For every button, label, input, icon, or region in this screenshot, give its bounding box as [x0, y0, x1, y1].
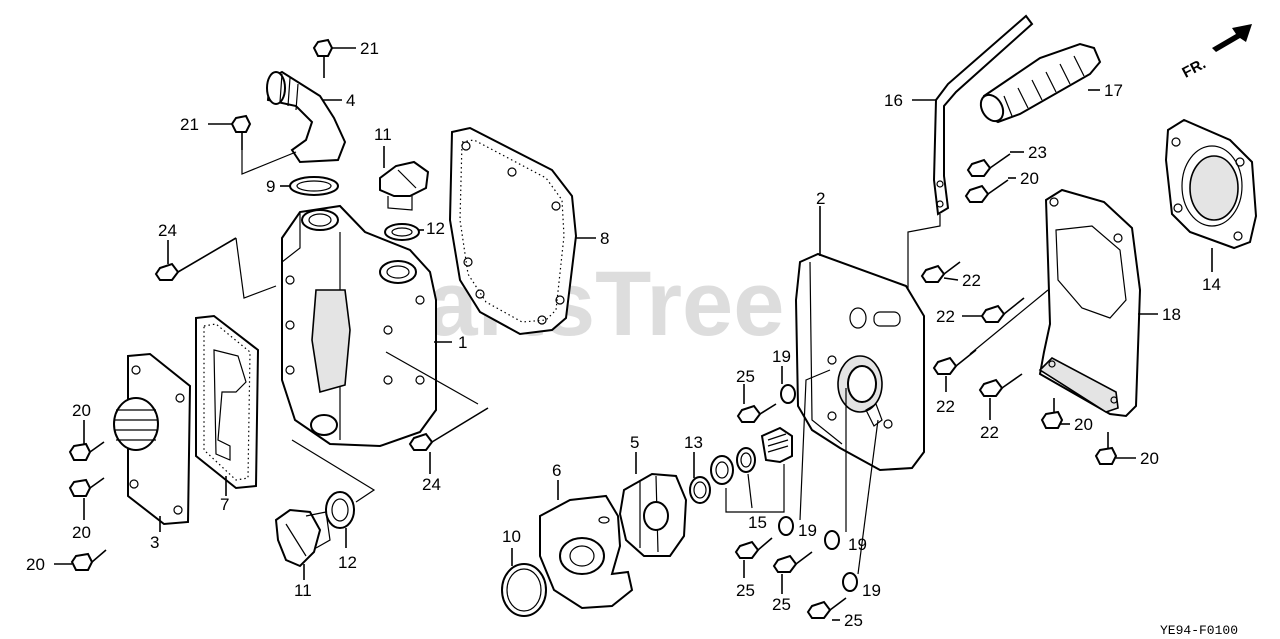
bolt-20-right-a[interactable]	[1040, 398, 1064, 429]
callout-10: 10	[502, 527, 521, 546]
callout-21: 21	[360, 39, 379, 58]
callout-3: 3	[150, 533, 159, 552]
bolt-20-right-b[interactable]	[1094, 432, 1118, 465]
callout-8: 8	[600, 229, 609, 248]
callout-14: 14	[1202, 275, 1221, 294]
washer-19-d[interactable]	[842, 572, 858, 592]
bolt-20-handle[interactable]	[964, 179, 1009, 203]
callout-19: 19	[772, 347, 791, 366]
callout-20: 20	[1020, 169, 1039, 188]
bolt-24-left[interactable]	[154, 237, 237, 281]
front-direction-arrow-icon: FR.	[1179, 24, 1252, 82]
callout-24: 24	[158, 221, 177, 240]
impeller-part-5[interactable]	[618, 472, 688, 557]
bolt-25-b[interactable]	[734, 537, 773, 559]
bolt-22-c[interactable]	[932, 349, 977, 375]
bolt-24-right[interactable]	[408, 407, 489, 451]
bolt-23[interactable]	[966, 153, 1011, 177]
o-ring-part-10[interactable]	[501, 563, 547, 617]
callout-22: 22	[936, 307, 955, 326]
callout-20: 20	[72, 401, 91, 420]
callout-16: 16	[884, 91, 903, 110]
bolt-22-b[interactable]	[980, 297, 1025, 323]
washer-19-b[interactable]	[778, 516, 794, 536]
mechanical-seal-part-15[interactable]	[710, 426, 793, 485]
callout-17: 17	[1104, 81, 1123, 100]
callout-5: 5	[630, 433, 639, 452]
bolt-25-d[interactable]	[806, 597, 847, 619]
callout-4: 4	[346, 91, 355, 110]
pump-casing-part-1[interactable]	[281, 204, 437, 448]
callout-19: 19	[848, 535, 867, 554]
callout-25: 25	[736, 367, 755, 386]
callout-20: 20	[1074, 415, 1093, 434]
bolt-20-left-3[interactable]	[70, 549, 107, 571]
washer-part-12-upper[interactable]	[384, 223, 420, 241]
callout-1: 1	[458, 333, 467, 352]
callout-2: 2	[816, 189, 825, 208]
callout-18: 18	[1162, 305, 1181, 324]
callout-19: 19	[862, 581, 881, 600]
callout-20: 20	[26, 555, 45, 574]
washer-part-12-lower[interactable]	[325, 491, 355, 529]
callout-7: 7	[220, 495, 229, 514]
bolt-20-left-1[interactable]	[68, 441, 105, 461]
callout-20: 20	[72, 523, 91, 542]
callout-22: 22	[980, 423, 999, 442]
callout-24: 24	[422, 475, 441, 494]
callout-11: 11	[294, 581, 312, 600]
callout-22: 22	[936, 397, 955, 416]
washer-part-13[interactable]	[689, 476, 711, 504]
bolt-25-c[interactable]	[772, 551, 813, 573]
callout-11: 11	[374, 125, 392, 144]
volute-case-part-6[interactable]	[539, 494, 634, 610]
bolt-21-left[interactable]	[230, 114, 252, 150]
callout-15: 15	[748, 513, 767, 532]
callout-19: 19	[798, 521, 817, 540]
front-direction-label: FR.	[1179, 55, 1208, 81]
discharge-elbow-part-4[interactable]	[266, 70, 347, 164]
casing-gasket-part-8[interactable]	[448, 126, 578, 336]
bolt-22-d[interactable]	[978, 373, 1023, 397]
frame-bracket-part-18[interactable]	[1038, 188, 1142, 418]
callout-9: 9	[266, 177, 275, 196]
frame-cover-part-14[interactable]	[1164, 118, 1258, 250]
bolt-20-left-2[interactable]	[68, 477, 105, 497]
callout-25: 25	[736, 581, 755, 600]
mechanical-cover-part-2[interactable]	[794, 252, 925, 472]
callout-22: 22	[962, 271, 981, 290]
callout-6: 6	[552, 461, 561, 480]
washer-19-a[interactable]	[780, 384, 796, 404]
callout-12: 12	[426, 219, 445, 238]
callout-25: 25	[844, 611, 863, 630]
bolt-21-top[interactable]	[312, 38, 334, 78]
callout-23: 23	[1028, 143, 1047, 162]
drain-cap-part-11-lower[interactable]	[274, 508, 331, 568]
callout-13: 13	[684, 433, 703, 452]
callout-12: 12	[338, 553, 357, 572]
bolt-25-a[interactable]	[736, 403, 777, 423]
handle-grip-part-17[interactable]	[976, 42, 1102, 125]
callout-21: 21	[180, 115, 199, 134]
bolt-22-a[interactable]	[920, 261, 961, 283]
suction-flange-part-3[interactable]	[113, 352, 192, 526]
flange-gasket-part-7[interactable]	[195, 314, 260, 490]
drain-cap-part-11-upper[interactable]	[379, 160, 430, 211]
callout-20: 20	[1140, 449, 1159, 468]
handle-bar-part-16[interactable]	[932, 14, 1034, 216]
callout-25: 25	[772, 595, 791, 614]
diagram-code: YE94-F0100	[1160, 623, 1238, 638]
washer-19-c[interactable]	[824, 530, 840, 550]
